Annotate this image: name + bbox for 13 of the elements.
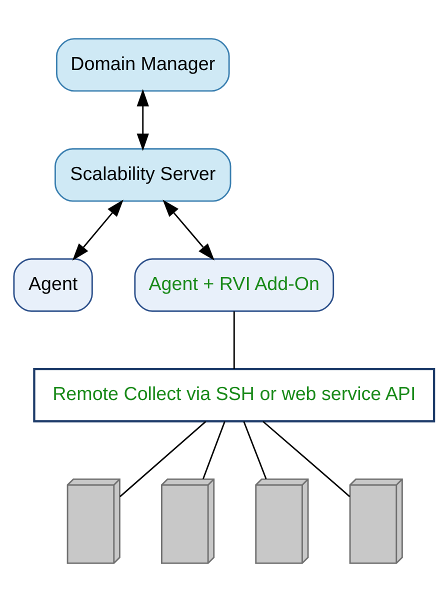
node-box: Agent xyxy=(13,258,93,312)
connector xyxy=(233,311,235,369)
connector xyxy=(120,420,206,498)
connector xyxy=(262,420,350,498)
node-box: Domain Manager xyxy=(56,38,230,92)
node-box: Remote Collect via SSH or web service API xyxy=(33,368,436,422)
arrow xyxy=(162,200,215,261)
node-box: Scalability Server xyxy=(54,148,232,202)
arrow xyxy=(72,200,124,261)
connector xyxy=(243,421,267,480)
arrow xyxy=(136,88,149,151)
node-box: Agent + RVI Add-On xyxy=(134,258,334,312)
connector xyxy=(202,421,226,480)
